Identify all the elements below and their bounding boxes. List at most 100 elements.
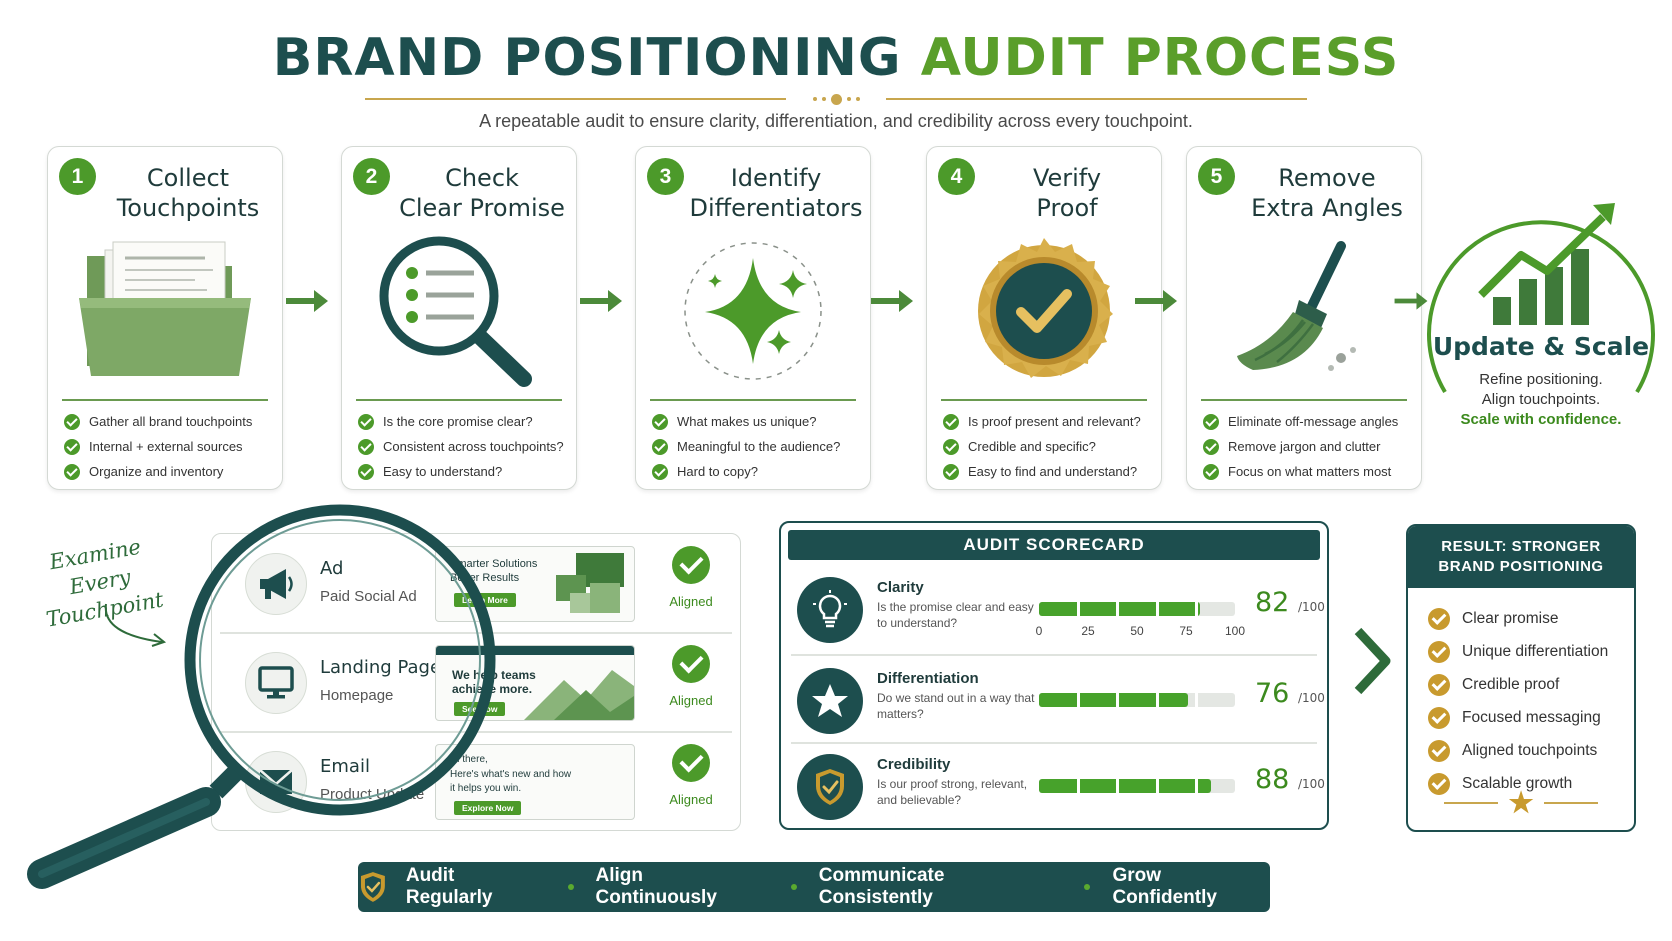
score-name: Clarity [877,579,924,596]
check-icon [1428,673,1450,696]
score-value: 82 /100 [1255,587,1325,618]
result-item: Aligned touchpoints [1428,734,1608,767]
check-item: Focus on what matters most [1203,459,1413,484]
landing-page-preview: We help teams achieve more. See How [435,645,635,721]
touchpoint-row[interactable]: Ad Paid Social Ad Smarter Solutions Bett… [212,534,740,632]
title-dark-part: BRAND POSITIONING [272,28,902,88]
final-step-description: Refine positioning. Align touchpoints. S… [1460,371,1622,428]
check-icon [1203,463,1219,480]
ad-preview: Smarter Solutions Better Results Learn M… [435,546,635,622]
arrow-right-icon [1394,292,1428,310]
check-icon [358,463,374,480]
check-icon [64,438,80,455]
score-axis-ticks: 0 25 50 75 100 [1031,624,1251,640]
aligned-status: Aligned [664,546,718,609]
email-preview: Hi there, Here's what's new and how it h… [435,744,635,820]
result-item: Clear promise [1428,602,1608,635]
footer-banner: Audit Regularly Align Continuously Commu… [358,862,1270,912]
result-ornament: ★ [1444,787,1599,818]
check-item: Hard to copy? [652,459,862,484]
result-item: Focused messaging [1428,701,1608,734]
score-description: Is the promise clear and easy to underst… [877,600,1034,630]
check-icon [652,438,668,455]
score-value: 88 /100 [1255,764,1325,795]
scorecard-title: AUDIT SCORECARD [788,530,1320,560]
touchpoint-row[interactable]: Landing Page Homepage We help teams achi… [212,633,740,731]
tick-label: 25 [1081,624,1095,638]
tick-label: 100 [1224,624,1246,638]
see-how-button[interactable]: See How [454,702,506,716]
growth-chart-icon [1427,203,1655,394]
bar-segment-gap [1155,779,1159,793]
step-number-badge: 1 [59,158,96,195]
footer-item: Grow Confidently [1112,865,1217,908]
step-number-badge: 2 [353,158,390,195]
arrow-right-icon [1135,290,1177,312]
footer-item: Audit Regularly [405,865,493,908]
check-icon [64,463,80,480]
title-green-part: AUDIT PROCESS [920,28,1400,88]
bar-segment-gap [1077,693,1081,707]
touchpoint-sub: Paid Social Ad [320,588,417,605]
step-checklist: Is proof present and relevant? Credible … [943,409,1153,484]
bar-segment-gap [1077,602,1081,616]
check-item: Easy to understand? [358,459,568,484]
bar-segment-gap [1194,602,1198,616]
check-icon [1428,640,1450,663]
bar-segment-gap [1194,693,1198,707]
aligned-status: Aligned [664,744,718,807]
folder-icon [48,231,282,391]
star-icon [797,668,863,734]
tick-label: 0 [1035,624,1043,638]
check-icon [672,546,710,584]
check-item: Is the core promise clear? [358,409,568,434]
sparkle-icon [636,231,870,391]
check-icon [672,744,710,782]
check-item: Organize and inventory [64,459,274,484]
score-name: Credibility [877,756,951,773]
check-item: Meaningful to the audience? [652,434,862,459]
step-divider [941,399,1147,401]
check-item: What makes us unique? [652,409,862,434]
touchpoint-row[interactable]: Email Product Update Hi there, Here's wh… [212,732,740,830]
score-row-clarity: Clarity Is the promise clear and easy to… [781,565,1327,653]
check-icon [1428,772,1450,795]
broom-icon [1187,231,1421,391]
star-icon: ★ [1508,787,1534,818]
step-number-badge: 5 [1198,158,1235,195]
step-divider [650,399,856,401]
result-panel: RESULT: STRONGER BRAND POSITIONING Clear… [1406,524,1636,832]
bar-segment-gap [1116,779,1120,793]
step-divider [356,399,562,401]
page-title: BRAND POSITIONING AUDIT PROCESS [0,28,1672,88]
step-number-badge: 3 [647,158,684,195]
check-icon [1203,413,1219,430]
megaphone-icon [245,553,307,615]
bar-segment-gap [1116,693,1120,707]
step-number-badge: 4 [938,158,975,195]
step-divider [1201,399,1407,401]
touchpoint-sub: Homepage [320,687,394,704]
check-item: Eliminate off-message angles [1203,409,1413,434]
check-icon [1428,706,1450,729]
score-bar [1039,602,1235,616]
check-item: Credible and specific? [943,434,1153,459]
tick-label: 50 [1130,624,1144,638]
check-item: Easy to find and understand? [943,459,1153,484]
row-divider [791,742,1317,744]
separator-dot [790,884,797,890]
score-row-credibility: Credibility Is our proof strong, relevan… [781,742,1327,830]
bar-segment-gap [1077,779,1081,793]
page-subtitle: A repeatable audit to ensure clarity, di… [479,111,1193,131]
result-item: Unique differentiation [1428,635,1608,668]
score-row-differentiation: Differentiation Do we stand out in a way… [781,656,1327,744]
shield-check-icon [360,872,385,902]
explore-now-button[interactable]: Explore Now [454,801,522,815]
learn-more-button[interactable]: Learn More [454,593,516,607]
row-divider [791,654,1317,656]
curved-arrow-icon [104,603,167,647]
